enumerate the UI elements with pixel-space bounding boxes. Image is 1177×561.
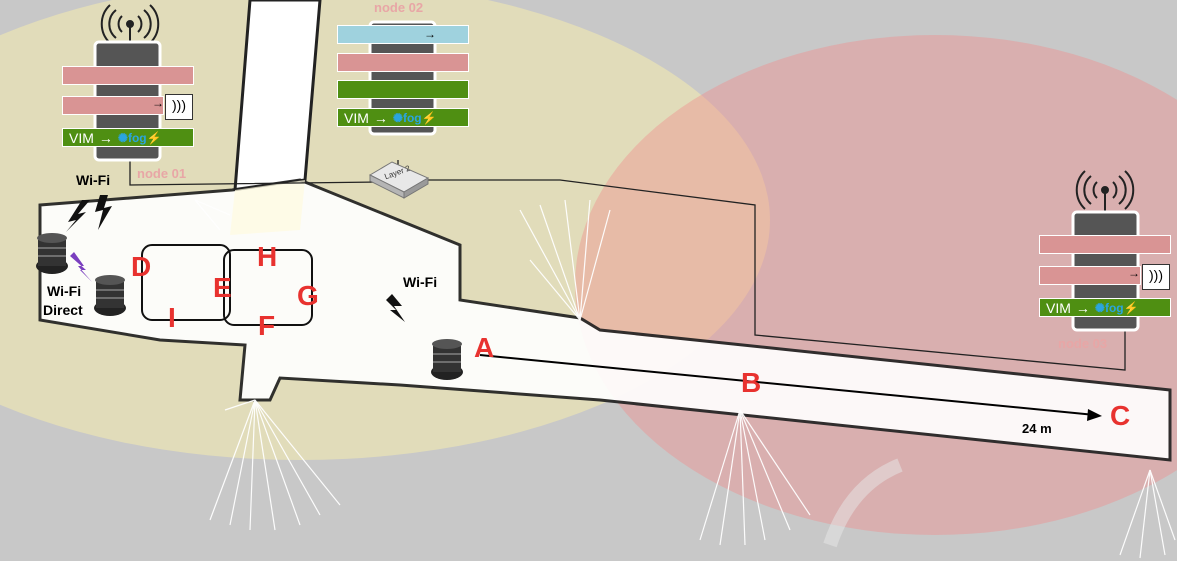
node03-bar-2 bbox=[1039, 266, 1141, 285]
node02-bar-1 bbox=[337, 25, 469, 44]
fog-logo-icon: ✺fog⚡ bbox=[392, 110, 437, 125]
server-chassis-node02 bbox=[368, 20, 437, 136]
zone-label-c: C bbox=[1110, 400, 1131, 431]
node03-vim-label: VIM bbox=[1046, 299, 1071, 316]
arrow-icon: → bbox=[98, 129, 113, 146]
distance-label: 24 m bbox=[1022, 421, 1052, 436]
node01-wifi-router-icon: ))) bbox=[165, 94, 193, 120]
layer2-switch bbox=[368, 161, 430, 199]
node02-vim-label: VIM bbox=[344, 109, 369, 126]
node01-vim-bar: VIM→ ✺fog⚡ bbox=[62, 128, 194, 147]
node03-vim-bar: VIM→ ✺fog⚡ bbox=[1039, 298, 1171, 317]
zone-label-h: H bbox=[257, 241, 278, 272]
zone-label-e: E bbox=[213, 272, 232, 303]
node01-bar-2 bbox=[62, 96, 164, 115]
node02-bar-3 bbox=[337, 80, 469, 99]
robot-icon-1 bbox=[36, 233, 68, 274]
robot-icon-2 bbox=[94, 275, 126, 316]
floor-plan bbox=[38, 0, 1172, 462]
antenna-icon-node01 bbox=[100, 4, 160, 46]
trajectory-arrowhead bbox=[1087, 409, 1102, 421]
node03-title: node 03 bbox=[1058, 336, 1108, 351]
wifi-label-left: Wi-Fi bbox=[76, 172, 111, 188]
zone-label-b: B bbox=[741, 367, 762, 398]
node03-bar-1 bbox=[1039, 235, 1171, 254]
robot-icon-3 bbox=[431, 339, 463, 380]
zone-label-d: D bbox=[131, 251, 152, 282]
fog-logo-icon: ✺fog⚡ bbox=[1094, 300, 1139, 315]
zone-label-a: A bbox=[474, 332, 495, 363]
node01-vim-label: VIM bbox=[69, 129, 94, 146]
node01-bar-1 bbox=[62, 66, 194, 85]
laser-scans bbox=[194, 199, 1176, 559]
antenna-icon-node03 bbox=[1075, 170, 1135, 212]
loop-path-left bbox=[141, 244, 231, 321]
wifi-label-robot: Wi-Fi bbox=[403, 274, 438, 290]
wifi-signal-bolts bbox=[66, 195, 405, 322]
node02-arrow-icon: → bbox=[424, 27, 436, 41]
zone-label-f: F bbox=[258, 310, 276, 341]
node02-bar-2 bbox=[337, 53, 469, 72]
node01-arrow-icon: → bbox=[152, 96, 164, 110]
zone-label-g: G bbox=[297, 280, 319, 311]
fog-logo-icon: ✺fog⚡ bbox=[117, 130, 162, 145]
node03-arrow-icon: → bbox=[1128, 266, 1140, 280]
trajectory-line bbox=[479, 354, 1096, 416]
zone-label-i: I bbox=[168, 302, 176, 333]
arrow-icon: → bbox=[1075, 299, 1090, 316]
loop-path-right bbox=[223, 249, 313, 326]
wifi-direct-bolt bbox=[70, 252, 92, 282]
watermark-mark bbox=[823, 458, 903, 548]
node02-vim-bar: VIM→ ✺fog⚡ bbox=[337, 108, 469, 127]
wifi-direct-label-line1: Wi-Fi bbox=[47, 283, 82, 299]
arrow-icon: → bbox=[373, 109, 388, 126]
node03-wifi-router-icon: ))) bbox=[1142, 264, 1170, 290]
node02-title: node 02 bbox=[374, 0, 424, 15]
wifi-direct-label-line2: Direct bbox=[43, 302, 83, 318]
node01-title: node 01 bbox=[137, 166, 187, 181]
